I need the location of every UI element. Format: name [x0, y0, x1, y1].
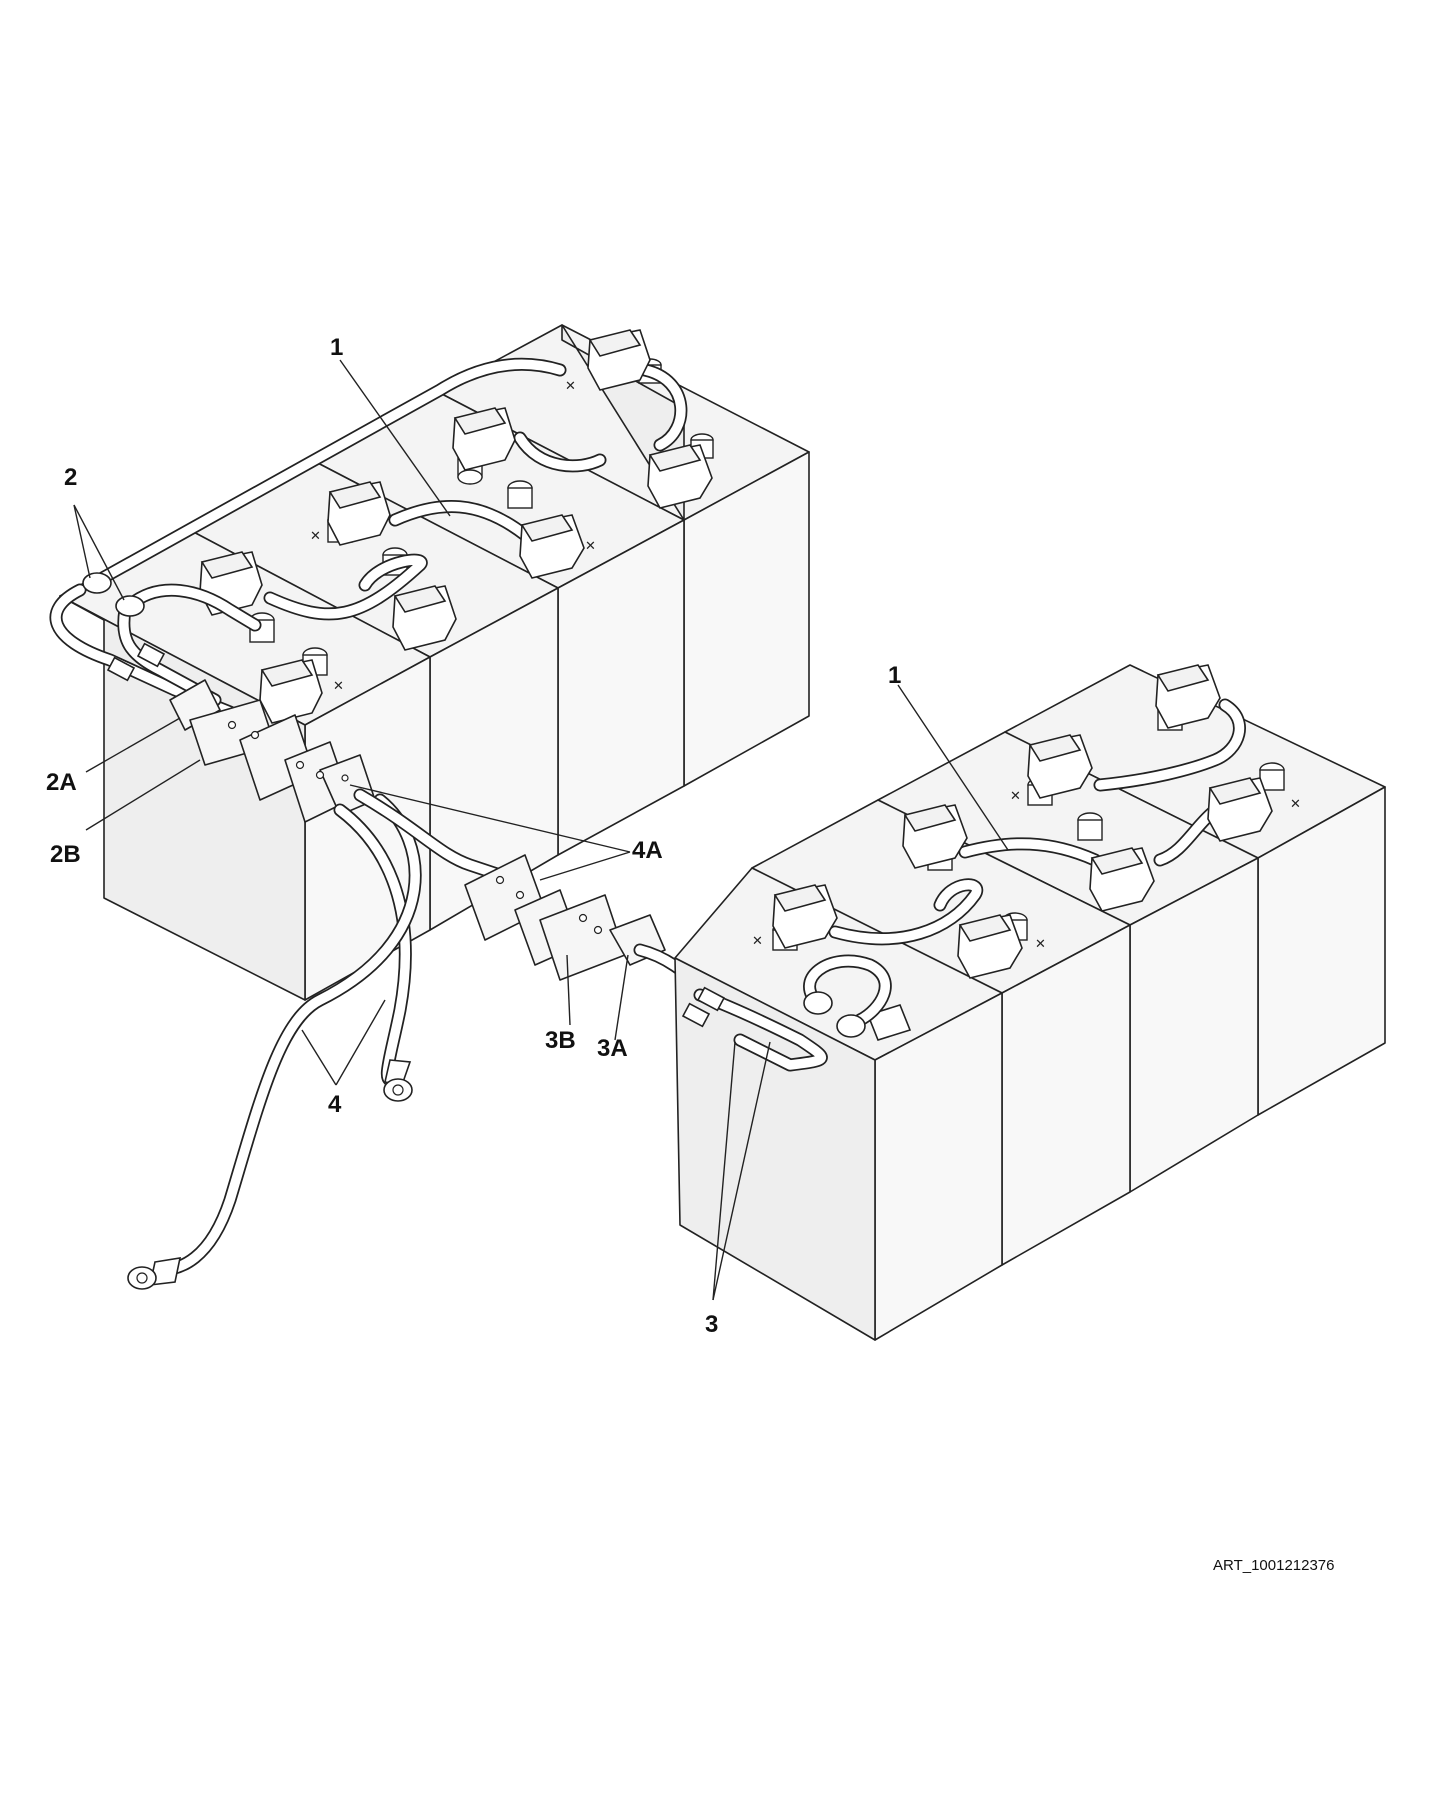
callout-3b: 3B	[545, 1027, 576, 1054]
callout-3: 3	[705, 1311, 718, 1338]
callout-4a: 4A	[632, 837, 663, 864]
left-connector-assembly	[169, 679, 376, 823]
left-interconnect-cables	[263, 363, 688, 621]
svg-text:✕: ✕	[565, 379, 576, 394]
right-battery-bank: ✕ ✕ ✕ ✕	[674, 664, 1386, 1341]
left-bank-terminal-boots	[199, 329, 713, 724]
right-bank-vent-caps: ✕ ✕ ✕ ✕	[752, 789, 1301, 952]
lug-cables	[127, 788, 507, 1290]
callout-2b: 2B	[50, 841, 81, 868]
leader-lines	[73, 359, 1009, 1301]
cable-lug-upper	[383, 1059, 413, 1102]
callout-3a: 3A	[597, 1035, 628, 1062]
callout-1-right: 1	[888, 662, 901, 689]
svg-text:✕: ✕	[585, 539, 596, 554]
left-main-cables	[49, 357, 567, 719]
svg-text:✕: ✕	[310, 529, 321, 544]
left-bank-vent-caps: ✕ ✕ ✕ ✕	[310, 379, 596, 694]
svg-text:✕: ✕	[1010, 789, 1021, 804]
cable-lug-lower	[127, 1257, 182, 1290]
right-main-cables	[681, 954, 892, 1072]
svg-text:✕: ✕	[752, 934, 763, 949]
svg-text:✕: ✕	[333, 679, 344, 694]
callout-4: 4	[328, 1091, 342, 1118]
left-battery-cell-2	[185, 459, 559, 931]
art-number: ART_1001212376	[1213, 1557, 1335, 1574]
callout-1-left: 1	[330, 334, 343, 361]
left-battery-bank: ✕ ✕ ✕ ✕	[59, 324, 810, 1001]
svg-text:✕: ✕	[1290, 797, 1301, 812]
callout-2: 2	[64, 464, 77, 491]
callout-labels: 1 1 2 2A 2B 4A 3B 3A 4 3 ART_1001212376	[46, 334, 1335, 1574]
svg-text:✕: ✕	[1035, 937, 1046, 952]
right-bank-terminal-boots	[772, 664, 1273, 1041]
callout-2a: 2A	[46, 769, 77, 796]
